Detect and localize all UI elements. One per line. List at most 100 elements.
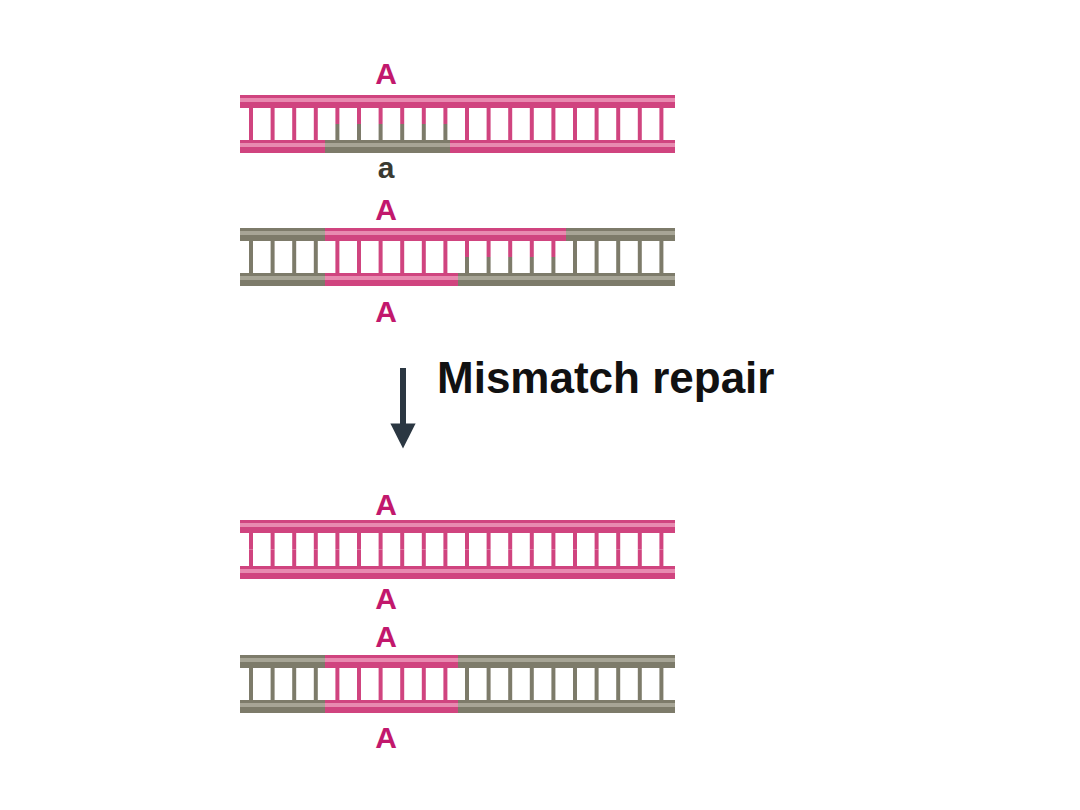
base-pair bbox=[487, 241, 491, 257]
process-arrow bbox=[400, 368, 406, 436]
base-pair bbox=[314, 684, 318, 700]
base-pair bbox=[659, 241, 663, 257]
base-pair bbox=[573, 124, 577, 140]
dna-strand bbox=[325, 140, 450, 153]
strand-highlight bbox=[325, 143, 450, 147]
strand-highlight bbox=[240, 98, 675, 102]
dna-strand bbox=[566, 228, 675, 241]
base-pair bbox=[573, 668, 577, 684]
base-pair bbox=[595, 108, 599, 124]
allele-label: A bbox=[375, 584, 397, 614]
base-pair bbox=[379, 668, 383, 684]
base-pair bbox=[249, 684, 253, 700]
base-pair bbox=[508, 124, 512, 140]
base-pair bbox=[487, 257, 491, 273]
base-pair bbox=[659, 668, 663, 684]
base-pair bbox=[616, 108, 620, 124]
base-pair bbox=[443, 550, 447, 567]
base-pair bbox=[487, 108, 491, 124]
base-pair bbox=[551, 257, 555, 273]
base-pair bbox=[638, 241, 642, 257]
strand-highlight bbox=[458, 276, 675, 280]
base-pair bbox=[530, 550, 534, 567]
dna-strand bbox=[240, 228, 325, 241]
base-pair bbox=[443, 668, 447, 684]
base-pair bbox=[595, 668, 599, 684]
base-pair bbox=[508, 533, 512, 550]
base-pair bbox=[551, 668, 555, 684]
base-pair bbox=[638, 533, 642, 550]
base-pair bbox=[659, 684, 663, 700]
strand-highlight bbox=[240, 703, 325, 707]
dna-strand bbox=[240, 520, 675, 533]
base-pair bbox=[400, 124, 404, 140]
base-pair bbox=[638, 550, 642, 567]
base-pair bbox=[616, 533, 620, 550]
base-pair bbox=[292, 241, 296, 257]
base-pair bbox=[530, 124, 534, 140]
base-pair bbox=[595, 684, 599, 700]
base-pair bbox=[249, 124, 253, 140]
base-pair bbox=[379, 108, 383, 124]
base-pair bbox=[335, 124, 339, 140]
strand-highlight bbox=[450, 143, 675, 147]
dna-strand bbox=[458, 655, 675, 668]
base-pair bbox=[508, 241, 512, 257]
base-pair bbox=[314, 257, 318, 273]
base-pair bbox=[530, 108, 534, 124]
strand-highlight bbox=[325, 703, 458, 707]
dna-strand bbox=[450, 140, 675, 153]
base-pair bbox=[292, 668, 296, 684]
base-pair bbox=[314, 108, 318, 124]
base-pair bbox=[379, 684, 383, 700]
base-pair bbox=[314, 124, 318, 140]
base-pair bbox=[465, 257, 469, 273]
base-pair bbox=[573, 108, 577, 124]
base-pair bbox=[443, 257, 447, 273]
base-pair bbox=[335, 684, 339, 700]
dna-duplex bbox=[240, 520, 675, 579]
base-pair bbox=[616, 124, 620, 140]
base-pair bbox=[659, 533, 663, 550]
strand-highlight bbox=[240, 523, 675, 527]
allele-label: A bbox=[375, 59, 397, 89]
base-pair bbox=[249, 550, 253, 567]
base-pair bbox=[357, 124, 361, 140]
strand-highlight bbox=[325, 658, 458, 662]
base-pair bbox=[638, 257, 642, 273]
base-pair bbox=[530, 241, 534, 257]
base-pair bbox=[616, 668, 620, 684]
base-pair bbox=[530, 257, 534, 273]
base-pair bbox=[443, 684, 447, 700]
base-pair bbox=[357, 533, 361, 550]
allele-label: A bbox=[375, 195, 397, 225]
base-pair bbox=[400, 684, 404, 700]
base-pair bbox=[551, 124, 555, 140]
base-pair bbox=[271, 241, 275, 257]
base-pair bbox=[335, 668, 339, 684]
base-pair bbox=[422, 124, 426, 140]
allele-label: a bbox=[378, 153, 395, 183]
dna-strand bbox=[240, 95, 675, 108]
base-pair bbox=[551, 241, 555, 257]
base-pair bbox=[292, 124, 296, 140]
base-pair bbox=[422, 108, 426, 124]
base-pair bbox=[573, 241, 577, 257]
base-pair bbox=[443, 241, 447, 257]
base-pair bbox=[314, 550, 318, 567]
base-pair bbox=[400, 533, 404, 550]
base-pair bbox=[422, 684, 426, 700]
base-pair bbox=[465, 533, 469, 550]
base-pair bbox=[465, 684, 469, 700]
base-pair bbox=[335, 533, 339, 550]
dna-strand bbox=[240, 140, 325, 153]
base-pair bbox=[573, 257, 577, 273]
base-pair bbox=[357, 108, 361, 124]
base-pair bbox=[314, 241, 318, 257]
base-pair bbox=[443, 533, 447, 550]
dna-strand bbox=[240, 566, 675, 579]
allele-label: A bbox=[375, 490, 397, 520]
strand-highlight bbox=[566, 231, 675, 235]
